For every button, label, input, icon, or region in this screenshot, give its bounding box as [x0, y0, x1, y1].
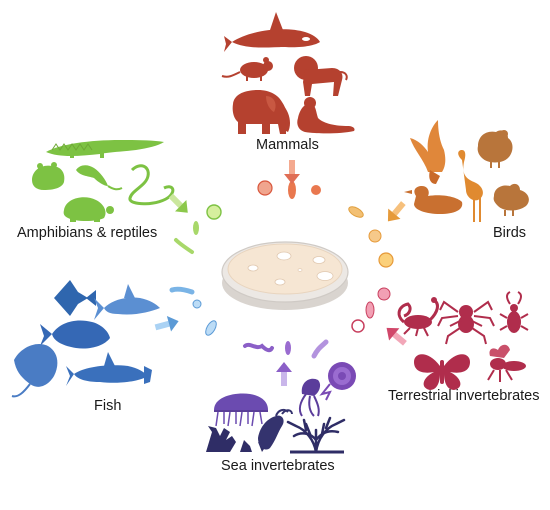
microbe-icon	[174, 238, 194, 254]
scorpion-icon	[397, 297, 439, 337]
dish-medium	[227, 243, 343, 295]
nautilus-icon	[319, 362, 356, 401]
arrow-icon	[154, 316, 179, 332]
frog-icon	[32, 162, 65, 190]
sea-cucumber-icon	[258, 408, 293, 450]
hammerhead-shark-icon	[66, 352, 152, 386]
seal-icon	[297, 97, 355, 134]
jellyfish-icon	[214, 393, 268, 427]
colony	[297, 268, 303, 272]
label-amphibians-reptiles: Amphibians & reptiles	[17, 225, 158, 241]
mammals-group	[221, 12, 355, 134]
fish-group	[11, 280, 160, 398]
mouse-icon	[221, 57, 273, 81]
microbe-icon	[243, 342, 274, 353]
label-birds: Birds	[493, 225, 527, 241]
hen-icon	[477, 130, 513, 168]
birds-group	[404, 120, 529, 222]
eagle-icon	[410, 120, 446, 184]
lion-icon	[294, 56, 348, 96]
label-terrestrial-invertebrates: Terrestrial invertebrates	[388, 388, 540, 404]
colony	[274, 278, 286, 286]
angelfish-icon	[54, 280, 96, 316]
colony	[247, 264, 259, 272]
butterfly-icon	[414, 354, 470, 390]
squid-icon	[298, 378, 321, 417]
microbe-icon	[288, 181, 296, 199]
label-fish: Fish	[94, 398, 122, 414]
microbe-icon	[205, 320, 217, 336]
crocodile-icon	[46, 140, 164, 158]
elephant-icon	[232, 90, 290, 134]
arrow-icon	[168, 193, 188, 213]
microbe-icon	[206, 204, 222, 220]
microbe-icon	[368, 229, 382, 243]
microbe-icon	[257, 180, 273, 196]
arrow-icon	[387, 201, 406, 222]
terrestrial-group	[397, 291, 529, 390]
arrow-icon	[284, 160, 300, 184]
microbe-icon	[378, 252, 394, 268]
microbes	[169, 180, 394, 359]
piranha-icon	[40, 320, 110, 349]
coral-icon	[206, 426, 266, 452]
microbe-icon	[365, 301, 375, 319]
colony	[316, 271, 334, 281]
sea-group	[206, 362, 356, 454]
amphibians-group	[32, 140, 175, 222]
sea-fan-icon	[286, 416, 346, 454]
turtle-icon	[63, 197, 114, 222]
wasp-icon	[487, 344, 526, 382]
manta-ray-icon	[11, 343, 58, 398]
microbe-icon	[192, 299, 202, 309]
microbe-icon	[377, 287, 391, 301]
shark-icon	[94, 284, 160, 320]
microbe-icon	[348, 206, 364, 218]
spider-icon	[437, 300, 495, 345]
colony	[312, 256, 326, 264]
microbe-icon	[311, 185, 321, 195]
microbe-icon	[193, 221, 199, 235]
microbe-icon	[351, 319, 365, 333]
label-sea-invertebrates: Sea invertebrates	[221, 458, 335, 474]
lizard-icon	[76, 165, 123, 191]
microbe-icon	[285, 341, 291, 355]
beetle-icon	[499, 291, 529, 333]
colony	[276, 251, 292, 261]
snake-icon	[128, 164, 175, 206]
arrow-icon	[276, 362, 292, 386]
microbe-icon	[169, 286, 195, 295]
flamingo-icon	[458, 150, 483, 222]
petri-dish	[221, 241, 349, 310]
arrow-icon	[386, 327, 407, 346]
orca-icon	[224, 12, 320, 52]
duck-icon	[404, 186, 463, 214]
microbe-icon	[311, 339, 329, 359]
label-mammals: Mammals	[256, 137, 319, 153]
quail-icon	[493, 183, 529, 216]
